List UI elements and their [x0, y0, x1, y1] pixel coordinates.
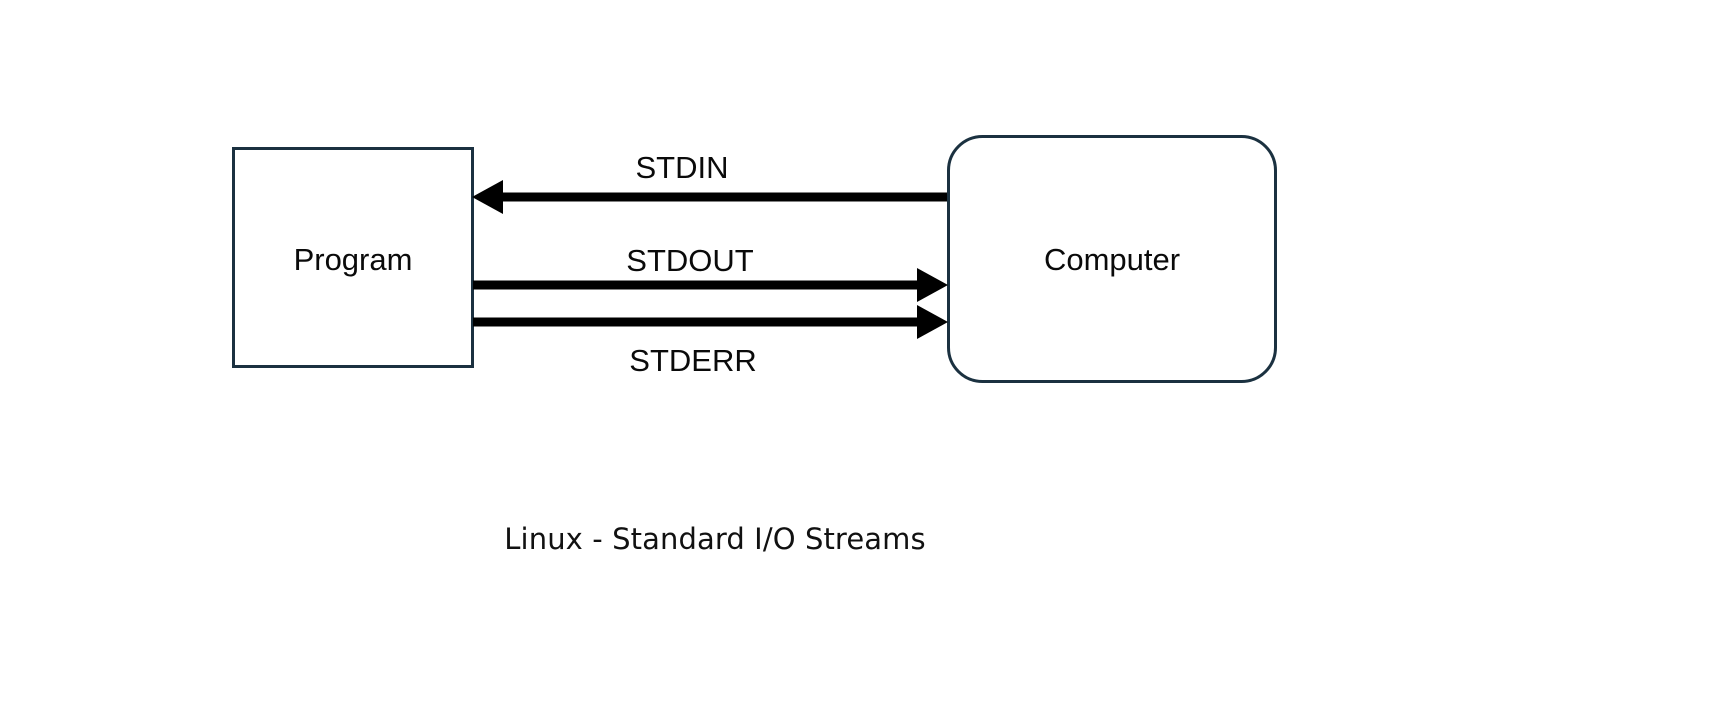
edge-stdin[interactable]: STDIN [472, 150, 947, 214]
program-box-shape [232, 147, 474, 368]
node-program[interactable]: Program [232, 147, 474, 368]
stdout-arrowhead-icon [917, 268, 948, 302]
node-computer[interactable]: Computer [947, 135, 1277, 383]
stdout-label: STDOUT [626, 243, 754, 278]
computer-box-label: Computer [1044, 242, 1180, 277]
computer-box-shape [947, 135, 1277, 383]
stderr-label: STDERR [629, 343, 756, 378]
stdin-arrowhead-icon [472, 180, 503, 214]
edge-stderr[interactable]: STDERR [473, 305, 948, 378]
program-box-label: Program [294, 242, 413, 277]
diagram-caption: Linux - Standard I/O Streams [504, 522, 925, 556]
edge-stdout[interactable]: STDOUT [473, 243, 948, 302]
stderr-arrowhead-icon [917, 305, 948, 339]
stdin-label: STDIN [636, 150, 729, 185]
